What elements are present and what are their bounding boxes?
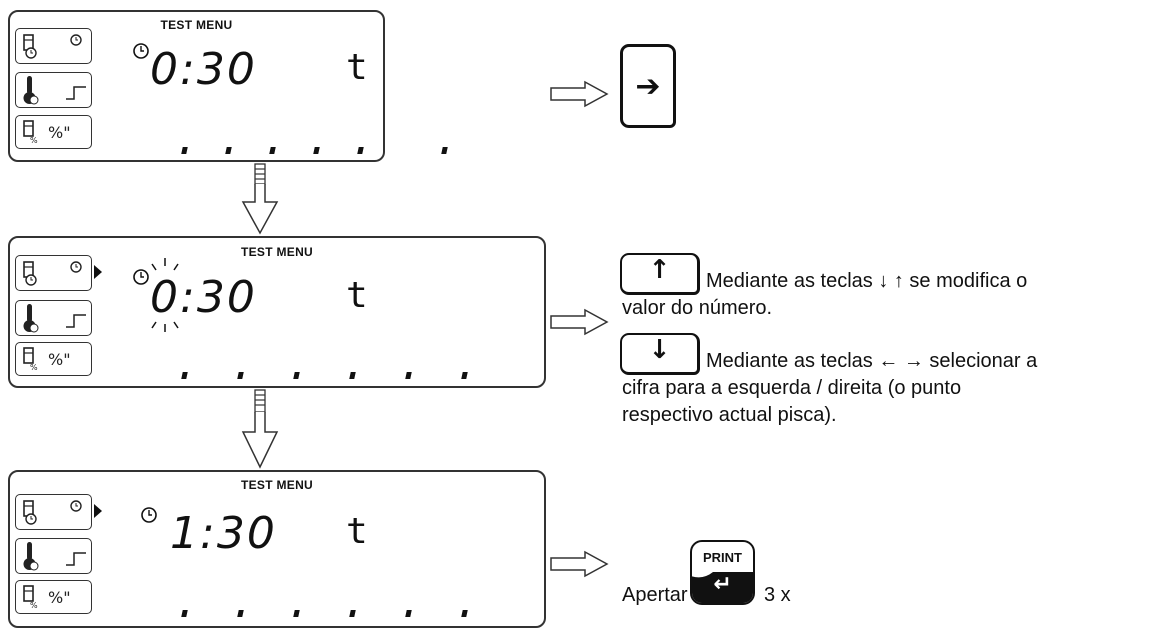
dot-6: [441, 147, 448, 154]
svg-text:%: %: [30, 601, 38, 610]
flow-right-arrow-1: [550, 80, 609, 108]
right-arrow-icon: ➔: [635, 69, 661, 104]
panel-title: TEST MENU: [160, 18, 233, 32]
svg-text:%: %: [30, 136, 38, 145]
weight-clock-icon: [23, 500, 82, 525]
flow-right-arrow-3: [550, 550, 609, 578]
instruction-down-line-1: Mediante as teclas ← → selecionar a: [706, 350, 1038, 372]
thermometer-icon: [23, 304, 86, 333]
dot-3: [293, 610, 300, 617]
lcd-panel-3: TEST MENU % %" 1:30 t: [8, 470, 546, 628]
instruction-print-suffix: 3 x: [764, 584, 791, 606]
down-arrow-key: ↓: [620, 333, 700, 375]
time-display: 0:30: [150, 272, 257, 323]
down-arrow-icon: ↓: [648, 335, 671, 365]
dot-1: [181, 610, 188, 617]
instruction-down-line-3: respectivo actual pisca).: [622, 404, 837, 426]
dot-4: [349, 372, 356, 379]
dot-2: [237, 610, 244, 617]
selection-arrow-icon: [94, 504, 102, 518]
timer-clock-icon: [133, 269, 149, 285]
timer-clock-icon: [133, 43, 149, 59]
weighing-time-button: [15, 494, 92, 530]
blink-indicator-icon: [151, 258, 179, 332]
instruction-up-line-2: valor do número.: [622, 297, 773, 319]
dot-5: [405, 372, 412, 379]
dot-1: [181, 147, 188, 154]
selection-arrow-icon: [94, 265, 102, 279]
enter-icon: ↵: [713, 572, 732, 597]
dot-5: [405, 610, 412, 617]
time-display: 1:30: [170, 508, 277, 559]
time-display: 0:30: [150, 44, 257, 95]
temperature-button: [15, 72, 92, 108]
instruction-up-line-1: Mediante as teclas ↓ ↑ se modifica o: [706, 270, 1028, 292]
instruction-down-line-2: cifra para a esquerda / direita (o punto: [622, 377, 962, 399]
svg-text:%": %": [48, 588, 71, 607]
t-symbol: t: [346, 47, 368, 88]
temperature-button: [15, 538, 92, 574]
dot-3: [293, 372, 300, 379]
instruction-print-prefix: Apertar: [622, 584, 688, 606]
dot-2: [225, 147, 232, 154]
dot-5: [357, 147, 364, 154]
t-symbol: t: [346, 511, 368, 552]
t-symbol: t: [346, 275, 368, 316]
flow-right-arrow-2: [550, 308, 609, 336]
dot-4: [349, 610, 356, 617]
temperature-button: [15, 300, 92, 336]
weighing-time-button: [15, 255, 92, 291]
lcd-panel-2: TEST MENU % %": [8, 236, 546, 388]
weight-clock-icon: [23, 261, 82, 286]
percent-moisture-button: % %": [15, 580, 92, 614]
svg-text:%: %: [30, 363, 38, 372]
weight-clock-icon: [23, 34, 82, 59]
print-key-label: PRINT: [703, 550, 742, 565]
right-arrow-key: ➔: [620, 44, 676, 128]
dot-6: [461, 372, 468, 379]
percent-moisture-button: % %": [15, 342, 92, 376]
dot-2: [237, 372, 244, 379]
weighing-time-button: [15, 28, 92, 64]
weight-percent-icon: % %": [23, 585, 71, 610]
print-key-base: [692, 572, 753, 603]
timer-clock-icon: [141, 507, 157, 523]
flow-down-arrow-1: [241, 163, 279, 235]
thermometer-icon: [23, 542, 86, 571]
svg-text:%": %": [48, 350, 71, 369]
weight-percent-icon: % %": [23, 120, 71, 145]
weight-percent-icon: % %": [23, 347, 71, 372]
dot-6: [461, 610, 468, 617]
dot-1: [181, 372, 188, 379]
lcd-panel-1: TEST MENU % %" 0:30 t: [8, 10, 448, 162]
panel-title: TEST MENU: [240, 245, 314, 259]
flow-down-arrow-2: [241, 389, 279, 469]
up-arrow-icon: ↑: [648, 255, 671, 285]
svg-text:%": %": [48, 123, 71, 142]
thermometer-icon: [23, 76, 86, 105]
panel-title: TEST MENU: [240, 478, 314, 492]
percent-moisture-button: % %": [15, 115, 92, 149]
print-key: PRINT ↵: [690, 540, 755, 605]
dot-4: [313, 147, 320, 154]
dot-3: [269, 147, 276, 154]
up-arrow-key: ↑: [620, 253, 700, 295]
